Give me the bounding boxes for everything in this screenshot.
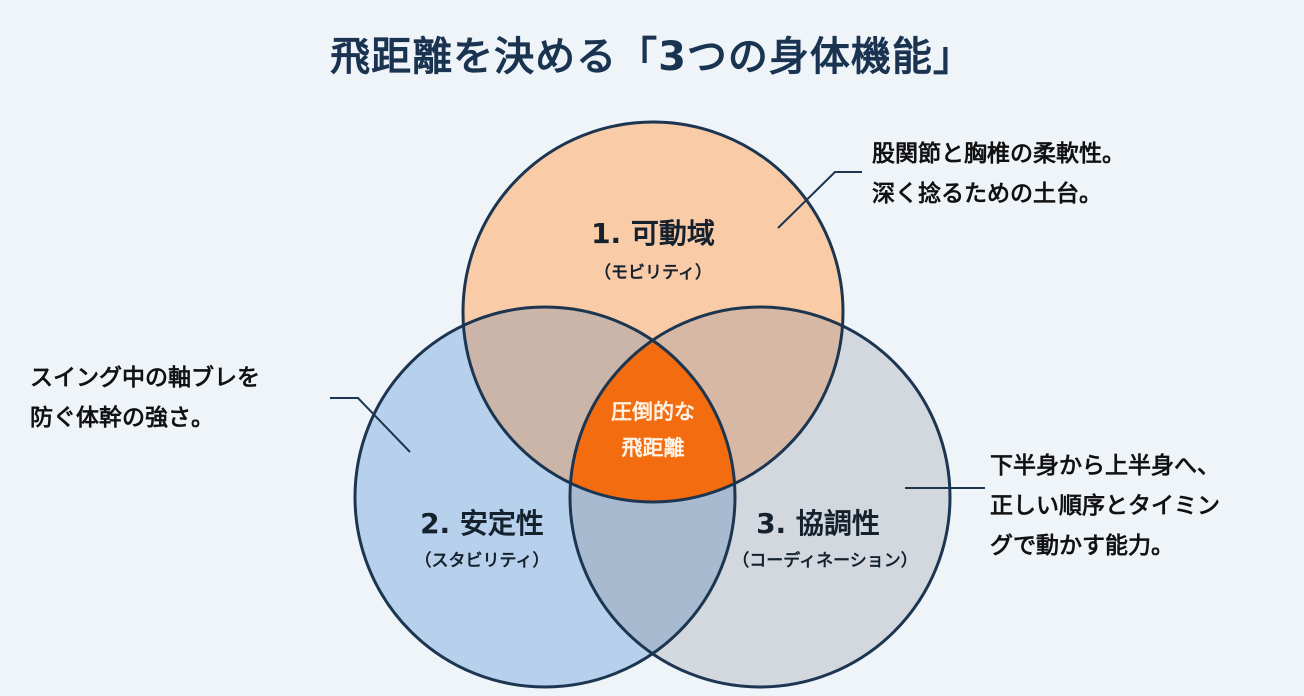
coordination-label: 3. 協調性 [756, 507, 880, 540]
note-line: スイング中の軸ブレを [30, 365, 260, 391]
leader-line-stability [330, 397, 411, 453]
stability-label: 2. 安定性 [420, 507, 544, 540]
stability-sub: （スタビリティ） [414, 551, 550, 571]
note-line: 深く捻るための土台。 [872, 181, 1102, 207]
mobility-sub: （モビリティ） [594, 263, 712, 283]
note-line: 股関節と胸椎の柔軟性。 [872, 141, 1125, 167]
mobility-label: 1. 可動域 [591, 217, 715, 250]
note-line: 防ぐ体幹の強さ。 [30, 405, 214, 431]
center-intersection [570, 307, 735, 502]
note-line: 正しい順序とタイミン [990, 493, 1220, 519]
note-line: グで動かす能力。 [990, 533, 1174, 559]
coordination-note: 下半身から上半身へ、 正しい順序とタイミン グで動かす能力。 [990, 446, 1220, 566]
stability-note: スイング中の軸ブレを 防ぐ体幹の強さ。 [30, 358, 260, 438]
coordination-sub: （コーディネーション） [732, 551, 918, 571]
center-label-line1: 圧倒的な [611, 400, 695, 424]
page-title: 飛距離を決める「3つの身体機能」 [330, 34, 974, 80]
center-label-line2: 飛距離 [621, 436, 685, 460]
note-line: 下半身から上半身へ、 [990, 453, 1220, 479]
mobility-note: 股関節と胸椎の柔軟性。 深く捻るための土台。 [872, 134, 1125, 214]
leader-line-mobility [777, 171, 862, 229]
